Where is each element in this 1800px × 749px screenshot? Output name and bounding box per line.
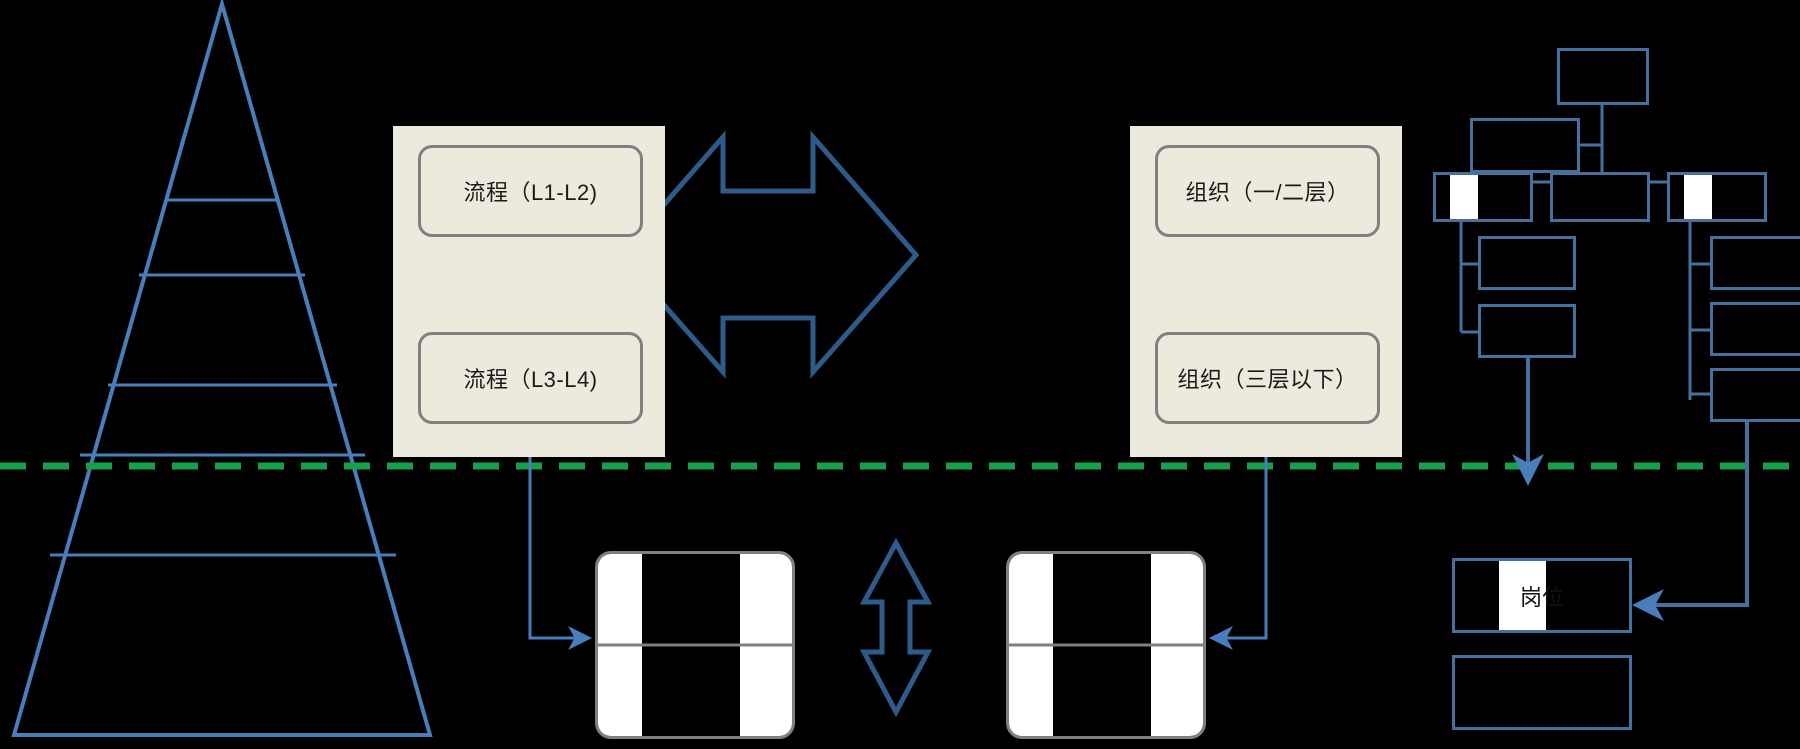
node-org-level-3-below[interactable]: 组织（三层以下） — [1155, 332, 1380, 424]
bidirectional-vertical-arrow — [859, 537, 933, 718]
org-box-post[interactable]: 岗位 — [1452, 558, 1632, 633]
bottom-box-left[interactable] — [595, 551, 795, 739]
org-box-child-1a[interactable] — [1478, 236, 1576, 290]
org-box-post-label: 岗位 — [1519, 584, 1564, 610]
pyramid-shape — [11, 0, 433, 737]
white-band — [1499, 561, 1546, 630]
connector-org-to-bottom — [1209, 425, 1268, 650]
white-band — [1684, 175, 1712, 219]
org-box-bottom[interactable] — [1452, 655, 1632, 730]
org-box-child-2[interactable] — [1550, 172, 1650, 222]
white-band — [1450, 175, 1478, 219]
org-box-root[interactable] — [1557, 48, 1649, 105]
node-process-l3-l4[interactable]: 流程（L3-L4) — [418, 332, 643, 424]
org-box-child-1[interactable] — [1433, 172, 1533, 222]
org-box-child-3b[interactable] — [1710, 302, 1800, 356]
org-box-child-3-label — [1670, 175, 1764, 219]
bottom-box-right[interactable] — [1006, 551, 1206, 739]
org-box-child-3a[interactable] — [1710, 236, 1800, 290]
org-box-staff[interactable] — [1470, 118, 1580, 173]
org-box-child-1b[interactable] — [1478, 304, 1576, 358]
box-divider — [598, 643, 792, 647]
node-process-l1-l2[interactable]: 流程（L1-L2) — [418, 145, 643, 237]
node-org-level-1-2[interactable]: 组织（一/二层） — [1155, 145, 1380, 237]
org-box-child-3[interactable] — [1667, 172, 1767, 222]
box-divider — [1009, 643, 1203, 647]
org-box-child-1-label — [1436, 175, 1530, 219]
connector-process-to-bottom — [528, 425, 592, 650]
org-box-child-3c[interactable] — [1710, 368, 1800, 422]
